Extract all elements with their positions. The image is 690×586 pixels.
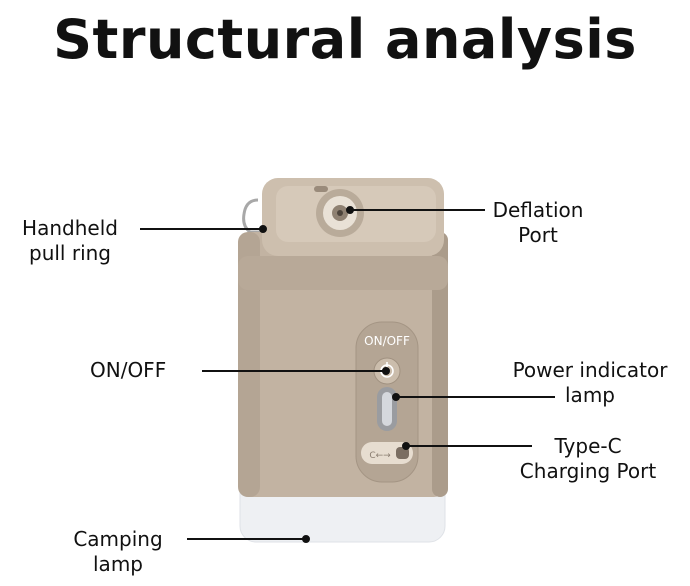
label-line: Camping — [73, 527, 163, 551]
label-on-off: ON/OFF — [90, 358, 190, 383]
leader-dot-on-off — [382, 367, 390, 375]
device-top-slot — [314, 186, 328, 192]
leader-dot-camping-lamp — [302, 535, 310, 543]
pull-ring-wire — [242, 198, 262, 234]
leader-dot-deflation-port — [346, 206, 354, 214]
leader-dot-type-c — [402, 442, 410, 450]
label-line: Deflation — [492, 198, 584, 222]
label-line: lamp — [93, 552, 143, 576]
label-line: pull ring — [29, 241, 111, 265]
label-camping-lamp: Camping lamp — [60, 527, 176, 577]
label-line: Power indicator — [512, 358, 668, 382]
indicator-light — [382, 392, 392, 426]
device-body-side-shade — [238, 232, 260, 497]
label-handheld-pull-ring: Handheld pull ring — [8, 216, 132, 266]
label-line: ON/OFF — [90, 358, 167, 382]
leader-dot-pull-ring — [259, 225, 267, 233]
label-line: Port — [518, 223, 558, 247]
type-c-port-slot — [396, 447, 409, 459]
label-type-c-charging-port: Type-C Charging Port — [508, 434, 668, 484]
device-shoulder — [238, 256, 448, 290]
label-deflation-port: Deflation Port — [488, 198, 588, 248]
button-marking: ON/OFF — [364, 334, 410, 348]
label-line: lamp — [565, 383, 615, 407]
label-line: Type-C — [554, 434, 622, 458]
port-marking: C←→ — [369, 451, 391, 461]
label-line: Charging Port — [519, 459, 657, 483]
device-body-edge — [432, 232, 448, 497]
deflation-port-hole — [337, 210, 343, 216]
label-power-indicator-lamp: Power indicator lamp — [500, 358, 680, 408]
page-title: Structural analysis — [53, 8, 637, 71]
leader-dot-indicator — [392, 393, 400, 401]
label-line: Handheld — [22, 216, 118, 240]
